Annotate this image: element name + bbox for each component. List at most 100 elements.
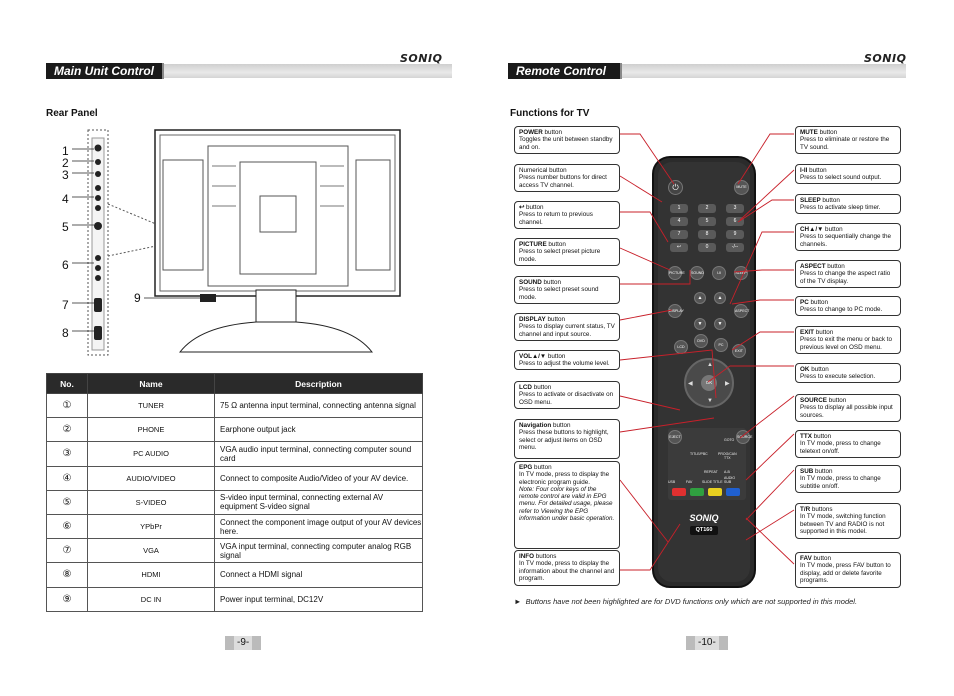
navigation-ring[interactable]: OK ▲ ▼ ◀ ▶	[684, 358, 734, 408]
leader-line	[745, 433, 795, 481]
leader-line	[731, 299, 794, 305]
ch-up-icon[interactable]: ▲	[714, 292, 726, 304]
number-key-8[interactable]: 8	[698, 230, 716, 239]
connector-name: TUNER	[87, 392, 215, 419]
number-key-0[interactable]: 0	[698, 243, 716, 252]
rear-panel-labels: 1 2 3 4 5 6 7 8	[60, 140, 100, 340]
sound-button[interactable]: SOUND	[690, 266, 704, 280]
pc-button[interactable]: PC	[714, 338, 728, 352]
nav-left-icon[interactable]: ◀	[688, 381, 693, 387]
port-label-2: 2	[62, 156, 69, 170]
nav-right-icon[interactable]: ▶	[725, 381, 730, 387]
power-button[interactable]: ⏻	[668, 180, 683, 195]
connector-description: Connect to composite Audio/Video of your…	[214, 465, 423, 491]
return-key[interactable]: ↩	[670, 243, 688, 252]
color-key-blue[interactable]	[726, 488, 740, 496]
leader-line	[620, 270, 691, 285]
row-number: ②	[46, 417, 88, 443]
port-label-7: 7	[62, 298, 69, 312]
callout-body: In TV mode, press to display the electro…	[519, 471, 610, 486]
vol-up-icon[interactable]: ▲	[694, 292, 706, 304]
callout-body: Press to eliminate or restore the TV sou…	[800, 136, 890, 151]
leader-line	[745, 517, 795, 565]
callout-kind: button	[813, 468, 833, 475]
title-pbc-key[interactable]: TITLE/PBC	[690, 452, 708, 456]
connector-description: Power input terminal, DC12V	[214, 586, 423, 612]
sub-key[interactable]: SUB	[724, 480, 732, 484]
leader-line	[729, 231, 794, 305]
color-key-yellow[interactable]	[708, 488, 722, 496]
color-key-red[interactable]	[672, 488, 686, 496]
ttx-key[interactable]: TTX	[724, 456, 731, 460]
connector-description: S-video input terminal, connecting exter…	[214, 489, 423, 515]
connector-name: PHONE	[87, 417, 215, 443]
leader-line	[619, 309, 673, 321]
brand-logo-right: SONIQ	[864, 52, 907, 65]
leader-line	[745, 509, 795, 541]
usb-key[interactable]: USB	[668, 480, 676, 484]
page-number-text: -9-	[234, 636, 253, 650]
callout-body: Press to change to PC mode.	[800, 306, 883, 314]
number-key-7[interactable]: 7	[670, 230, 688, 239]
leader-line	[619, 247, 671, 271]
nav-down-icon[interactable]: ▼	[707, 398, 713, 404]
callout-body: In TV mode, press FAV button to display,…	[800, 562, 891, 584]
footnote-arrow-icon: ►	[514, 597, 522, 606]
col-no: No.	[46, 373, 88, 394]
slide-title-key[interactable]: SLIDE TITLE	[702, 480, 723, 484]
callout-title: INFO	[519, 553, 535, 560]
prog-can-key[interactable]: PROG/CAN	[718, 452, 737, 456]
dvd-button[interactable]: DVD	[694, 334, 708, 348]
repeat-key[interactable]: REPEAT	[704, 470, 718, 474]
callout-kind: button	[546, 241, 566, 248]
picture-button[interactable]: PICTURE	[668, 266, 685, 280]
vol-down-icon[interactable]: ▼	[694, 318, 706, 330]
color-key-green[interactable]	[690, 488, 704, 496]
aspect-button[interactable]: ASPECT	[734, 304, 749, 318]
leader-line	[707, 365, 794, 383]
eject-button[interactable]: EJECT	[668, 430, 682, 444]
fav-key[interactable]: FAV	[686, 480, 693, 484]
audio-key[interactable]: AUDIO	[724, 476, 736, 480]
callout-title: TTX	[800, 433, 812, 440]
rear-panel-leader-lines	[72, 148, 94, 332]
brand-logo-left: SONIQ	[400, 52, 443, 65]
number-key-6[interactable]: 6	[726, 217, 744, 226]
callout-kind: button	[808, 299, 829, 306]
number-key-1[interactable]: 1	[670, 204, 688, 213]
page-number-block	[718, 636, 728, 650]
number-key-3[interactable]: 3	[726, 204, 744, 213]
i-ii-button[interactable]: I-II	[712, 266, 726, 280]
number-key-9[interactable]: 9	[726, 230, 744, 239]
leader-line	[745, 469, 795, 521]
number-key-5[interactable]: 5	[698, 217, 716, 226]
callout-title: PC	[800, 299, 809, 306]
row-number: ⑧	[46, 562, 88, 588]
connector-description: Earphone output jack	[214, 417, 423, 443]
page-number-block	[225, 636, 234, 650]
a-b-key[interactable]: A-B	[724, 470, 730, 474]
callout-title: VOL▲/▼	[519, 353, 547, 360]
connector-description: VGA audio input terminal, connecting com…	[214, 441, 423, 467]
goto-key[interactable]: GOTO	[724, 438, 735, 442]
functions-heading: Functions for TV	[510, 108, 590, 119]
digit-toggle-key[interactable]: -/--	[726, 243, 744, 252]
nav-up-icon[interactable]: ▲	[707, 362, 713, 368]
callout-title: LCD	[519, 384, 532, 391]
number-key-4[interactable]: 4	[670, 217, 688, 226]
ch-down-icon[interactable]: ▼	[714, 318, 726, 330]
port-label-8: 8	[62, 326, 69, 340]
ok-button[interactable]: OK	[701, 375, 717, 391]
callout-body: Press to display all possible input sour…	[800, 404, 893, 419]
callout-title: PICTURE	[519, 241, 547, 248]
number-key-2[interactable]: 2	[698, 204, 716, 213]
callout-body: Toggles the unit between standby and on.	[519, 136, 613, 151]
row-number: ⑤	[46, 489, 88, 515]
